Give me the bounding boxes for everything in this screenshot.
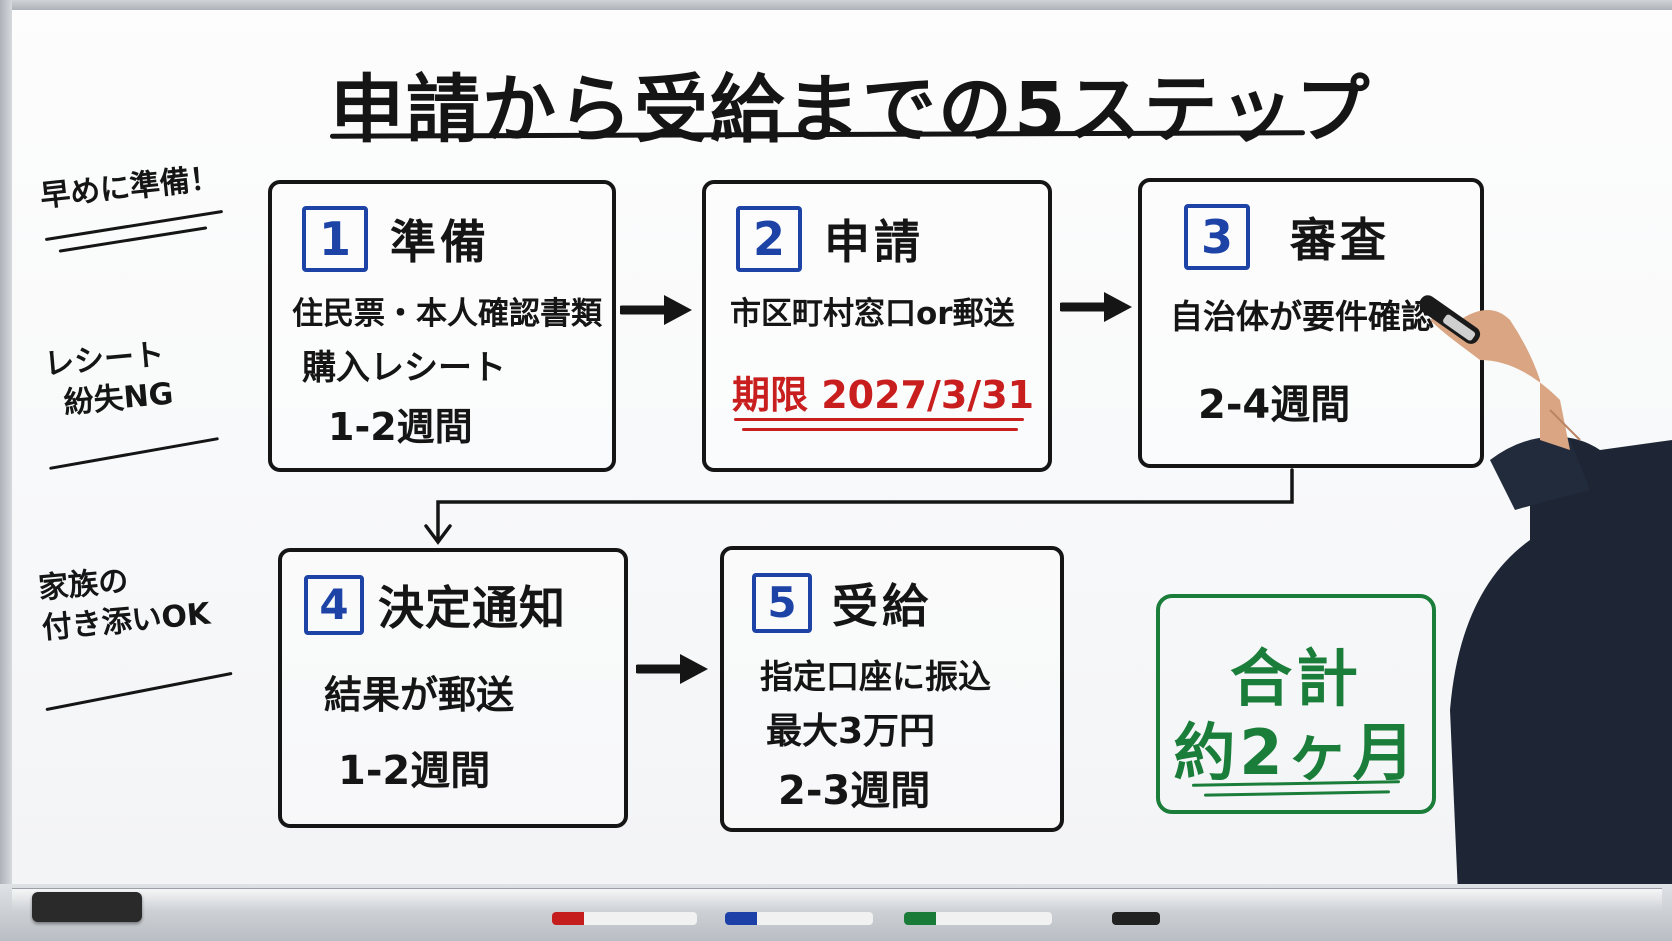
deadline-underline: [742, 428, 1018, 431]
eraser[interactable]: [32, 892, 142, 922]
total-duration-box: 合計 約2ヶ月: [1156, 594, 1436, 814]
step-2-box: 2 申請 市区町村窓口or郵送 期限 2027/3/31: [702, 180, 1052, 472]
step-3-line: 2-4週間: [1198, 382, 1351, 428]
step-4-line: 1-2週間: [338, 748, 491, 794]
step-5-line: 2-3週間: [778, 768, 931, 814]
total-label: 合計: [1229, 642, 1362, 715]
step-1-box: 1 準備 住民票・本人確認書類 購入レシート 1-2週間: [268, 180, 616, 472]
step-1-line: 購入レシート: [302, 348, 506, 388]
step-4-number: 4: [304, 575, 364, 635]
marker-tray: [12, 888, 1662, 911]
red-marker-cap: [552, 912, 584, 925]
step-5-line: 指定口座に振込: [760, 657, 991, 696]
board-frame-top: [0, 0, 1672, 10]
step-3-line: 自治体が要件確認: [1170, 297, 1434, 336]
step-1-line: 1-2週間: [328, 405, 473, 449]
step-3-number: 3: [1184, 204, 1250, 270]
step-4-header: 4 決定通知: [304, 572, 566, 638]
side-note-underline: [44, 209, 224, 242]
step-3-box: 3 審査 自治体が要件確認 2-4週間: [1138, 178, 1484, 468]
connector-step3-to-step4: [424, 468, 1294, 545]
blue-marker[interactable]: [725, 912, 873, 925]
side-note-underline: [49, 437, 219, 470]
total-duration: 約2ヶ月: [1173, 716, 1419, 789]
step-1-line: 住民票・本人確認書類: [292, 296, 602, 332]
blue-marker-cap: [725, 912, 757, 925]
presenter-figure: [1420, 295, 1672, 941]
step-5-header: 5 受給: [752, 570, 932, 636]
step-5-title: 受給: [832, 579, 932, 633]
step-5-number: 5: [752, 573, 812, 633]
arrow-step2-to-step3: [1060, 292, 1132, 322]
side-note-line: 早めに準備！: [38, 160, 222, 215]
side-note-family: 家族の 付き添いOK: [37, 555, 212, 649]
step-1-title: 準備: [390, 215, 490, 269]
step-1-header: 1 準備: [302, 206, 490, 272]
step-2-title: 申請: [824, 215, 924, 269]
deadline-underline: [734, 418, 1024, 421]
side-note-underline: [58, 226, 208, 253]
arrow-step1-to-step2: [620, 295, 692, 325]
green-marker[interactable]: [904, 912, 1052, 925]
step-5-box: 5 受給 指定口座に振込 最大3万円 2-3週間: [720, 546, 1064, 832]
step-3-title: 審査: [1290, 213, 1390, 267]
step-3-header: 3 審査: [1184, 204, 1390, 270]
side-note-prepare: 早めに準備！: [38, 159, 222, 218]
step-4-box: 4 決定通知 結果が郵送 1-2週間: [278, 548, 628, 828]
side-note-underline: [45, 671, 233, 712]
board-title: 申請から受給までの5ステップ: [330, 67, 1372, 153]
step-5-line: 最大3万円: [766, 711, 936, 752]
board-frame-left: [0, 0, 12, 941]
red-marker[interactable]: [552, 912, 697, 925]
step-4-title: 決定通知: [378, 581, 566, 635]
step-2-header: 2 申請: [736, 206, 924, 272]
step-2-deadline: 期限 2027/3/31: [732, 373, 1035, 417]
step-4-line: 結果が郵送: [324, 673, 515, 717]
arrow-step4-to-step5: [636, 654, 708, 684]
step-2-number: 2: [736, 206, 802, 272]
side-note-line: 紛失NG: [62, 376, 175, 421]
black-marker[interactable]: [1112, 912, 1160, 925]
step-1-number: 1: [302, 206, 368, 272]
green-marker-cap: [904, 912, 936, 925]
side-note-receipt: レシート 紛失NG: [43, 335, 175, 426]
step-2-line: 市区町村窓口or郵送: [730, 296, 1015, 332]
